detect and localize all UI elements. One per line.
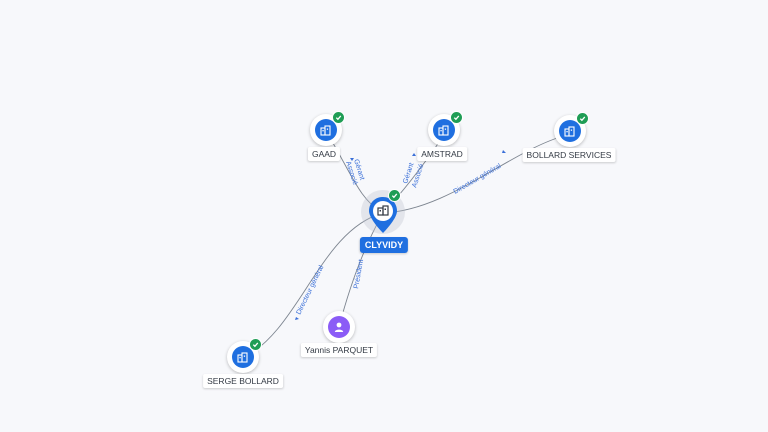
node-label-serge-bollard[interactable]: SERGE BOLLARD bbox=[203, 374, 283, 388]
node-gaad[interactable] bbox=[310, 111, 345, 146]
node-label-bollard-services[interactable]: BOLLARD SERVICES bbox=[522, 148, 616, 162]
map-pin-icon bbox=[369, 197, 397, 233]
verified-check-icon bbox=[450, 111, 463, 124]
building-icon bbox=[315, 119, 337, 141]
arrow-marker bbox=[295, 317, 299, 320]
node-bollard-services[interactable] bbox=[554, 112, 589, 147]
node-yannis-parquet[interactable] bbox=[323, 311, 355, 343]
node-label-gaad[interactable]: GAAD bbox=[307, 147, 341, 161]
arrow-marker bbox=[350, 158, 354, 161]
building-icon bbox=[559, 120, 581, 142]
node-clyvidy[interactable] bbox=[361, 189, 405, 234]
person-icon bbox=[328, 316, 350, 338]
arrow-marker bbox=[502, 150, 506, 153]
building-icon bbox=[433, 119, 455, 141]
verified-check-icon bbox=[388, 189, 401, 202]
edge-serge-bollard bbox=[242, 212, 384, 359]
verified-check-icon bbox=[332, 111, 345, 124]
edge-label-yannis-parquet: Président bbox=[353, 259, 365, 289]
arrow-marker bbox=[412, 153, 416, 156]
building-icon bbox=[232, 346, 254, 368]
verified-check-icon bbox=[576, 112, 589, 125]
node-label-clyvidy[interactable]: CLYVIDY bbox=[359, 237, 409, 253]
edge-label-serge-bollard: Directeur général bbox=[296, 264, 326, 316]
edge-bollard-services bbox=[382, 134, 568, 214]
node-label-yannis-parquet[interactable]: Yannis PARQUET bbox=[300, 343, 378, 357]
node-label-amstrad[interactable]: AMSTRAD bbox=[417, 147, 467, 161]
verified-check-icon bbox=[249, 338, 262, 351]
node-amstrad[interactable] bbox=[428, 111, 463, 146]
building-icon bbox=[377, 205, 389, 216]
node-serge-bollard[interactable] bbox=[227, 338, 262, 373]
edge-label-bollard-services: Directeur général bbox=[453, 163, 503, 196]
